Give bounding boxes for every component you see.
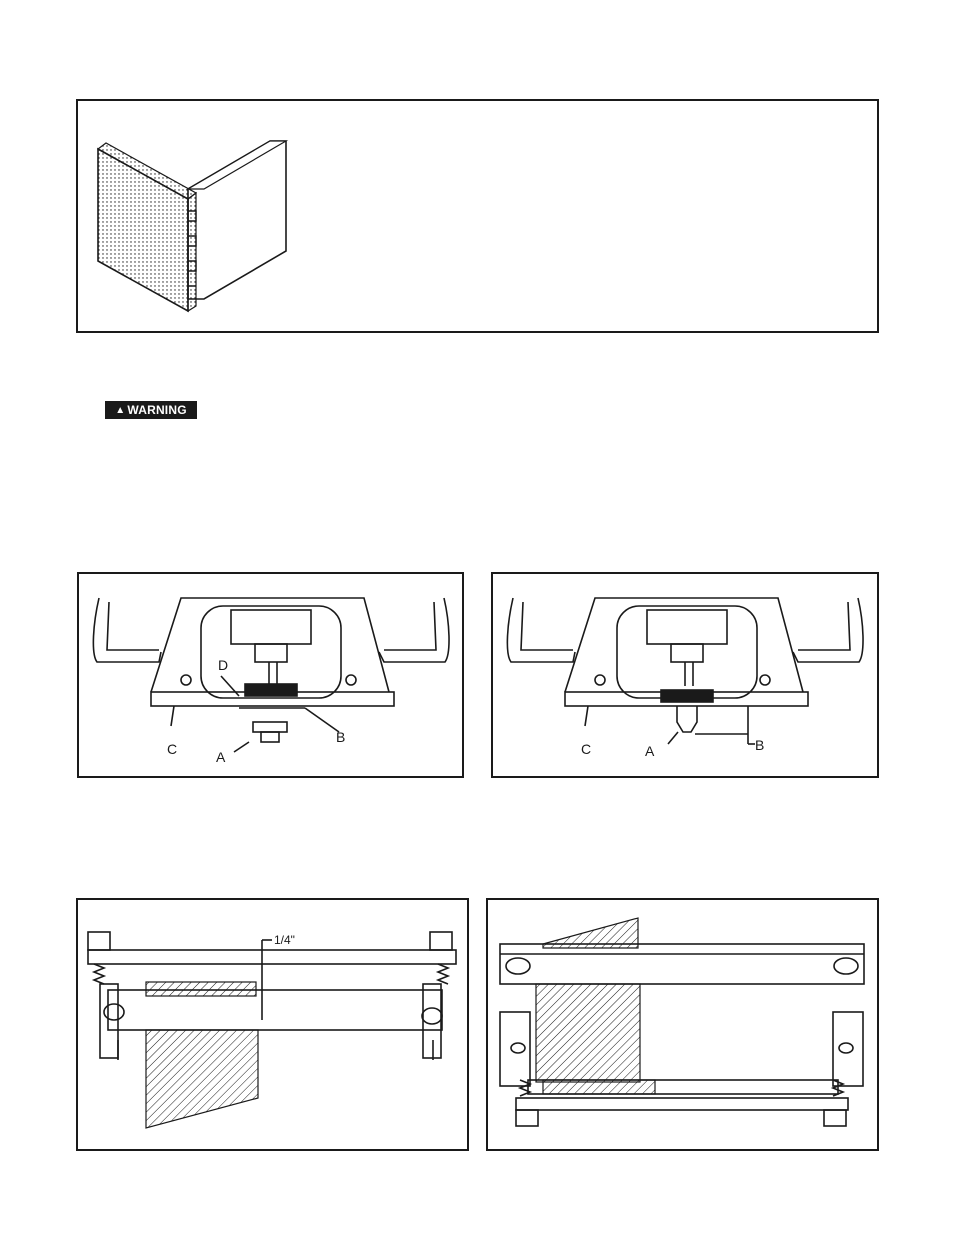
label-c: C bbox=[167, 741, 177, 757]
label-a: A bbox=[216, 749, 226, 765]
label-c: C bbox=[581, 741, 591, 757]
warning-triangle-icon: ▲ bbox=[115, 405, 125, 416]
label-d: D bbox=[218, 657, 228, 673]
figure-clamp-offset: 1/4" bbox=[76, 898, 469, 1151]
label-a: A bbox=[645, 743, 655, 759]
warning-badge: ▲ WARNING bbox=[105, 401, 197, 419]
warning-label: WARNING bbox=[127, 403, 186, 417]
router-base-right-illustration: C B A bbox=[493, 574, 881, 780]
figure-clamp-stock bbox=[486, 898, 879, 1151]
dovetail-joint-illustration bbox=[78, 101, 881, 335]
label-b: B bbox=[336, 729, 345, 745]
figure-dovetail-joint bbox=[76, 99, 879, 333]
figure-router-bit-right: C B A bbox=[491, 572, 879, 778]
label-b: B bbox=[755, 737, 764, 753]
router-base-left-illustration: D C B A bbox=[79, 574, 466, 780]
clamp-offset-illustration: 1/4" bbox=[78, 900, 471, 1153]
figure-router-bit-left: D C B A bbox=[77, 572, 464, 778]
dimension-label: 1/4" bbox=[274, 933, 295, 947]
clamp-stock-illustration bbox=[488, 900, 881, 1153]
